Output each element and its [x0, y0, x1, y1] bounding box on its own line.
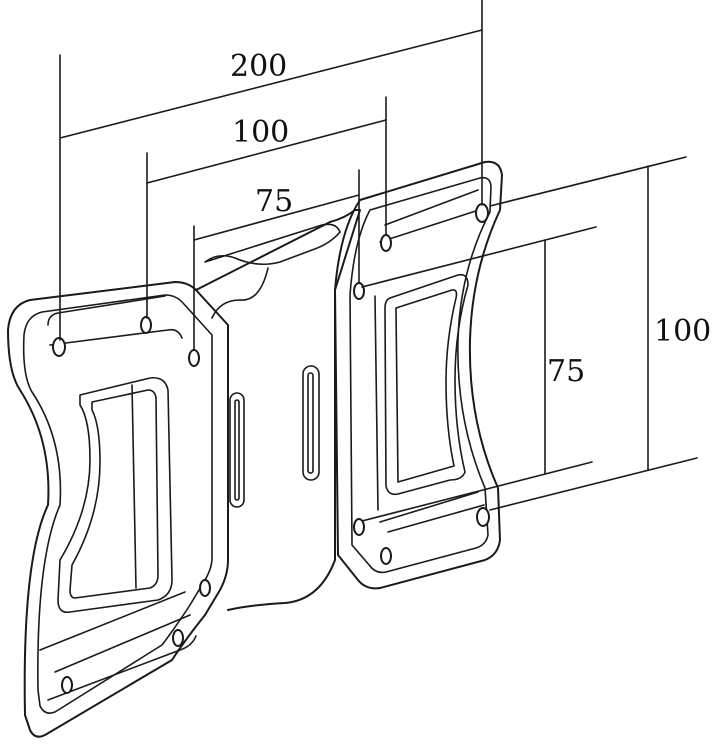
center-slot	[229, 392, 245, 508]
dimension-label-vertical-75: 75	[547, 354, 585, 389]
dimension-label-vertical-100: 100	[654, 314, 711, 349]
mount-hole	[353, 282, 365, 300]
mount-hole	[353, 518, 365, 536]
mount-hole	[380, 547, 392, 565]
center-plate	[195, 209, 361, 611]
mount-hole	[52, 337, 66, 357]
dimension-lines	[59, 0, 698, 522]
mount-hole	[61, 676, 73, 694]
mount-hole	[188, 349, 200, 367]
right-arm-plate	[334, 160, 503, 590]
mount-hole	[140, 316, 152, 334]
dimension-label-200: 200	[230, 49, 287, 84]
dimension-label-100: 100	[232, 115, 289, 150]
left-arm-plate	[7, 281, 229, 738]
mount-hole	[380, 234, 392, 252]
center-slot	[302, 365, 320, 481]
mount-hole	[199, 579, 211, 597]
mount-hole	[476, 507, 490, 527]
mount-hole	[172, 629, 184, 647]
mount-hole	[475, 203, 489, 223]
dimension-label-75: 75	[255, 184, 293, 219]
